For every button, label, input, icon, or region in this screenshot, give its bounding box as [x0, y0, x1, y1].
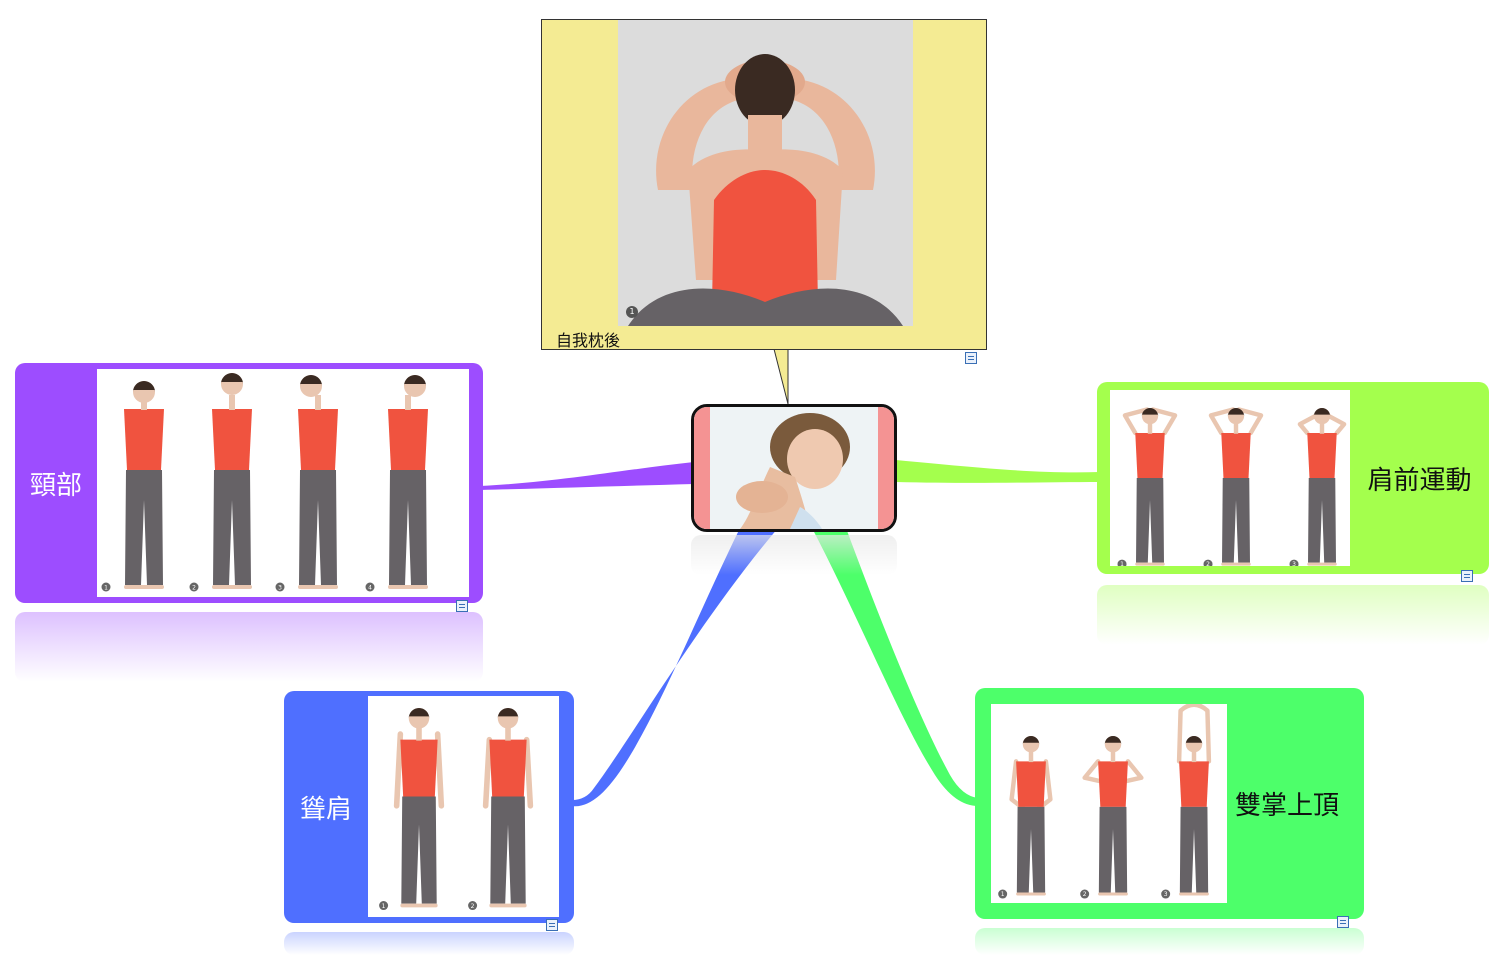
note-edit-icon[interactable] [1461, 570, 1473, 582]
step-number-badge [1203, 559, 1213, 566]
palms-up-photos: 1 2 3 [991, 704, 1227, 903]
step-number-badge [365, 582, 375, 592]
callout-step-mark: 1 [626, 306, 638, 318]
step-number-text: 1 [1120, 561, 1124, 566]
branch-palms-up [812, 528, 978, 806]
step-number-text: 3 [1164, 891, 1168, 898]
central-topic[interactable] [691, 404, 897, 532]
note-edit-icon[interactable] [1337, 916, 1349, 928]
step-number-badge [998, 889, 1008, 899]
shoulder-front-photos: 1 2 3 [1110, 390, 1350, 566]
step-number-text: 1 [382, 903, 386, 910]
topic-shrug-label: 聳肩 [299, 794, 352, 825]
topic-shoulder-front[interactable]: 1 2 3 肩前運動 [1097, 382, 1489, 582]
step-number-badge [101, 582, 111, 592]
neck-stretch-back-photo: 1 [618, 20, 913, 326]
step-number-text: 1 [1001, 891, 1005, 898]
neck-pain-photo [694, 407, 894, 529]
topic-palms-up[interactable]: 1 2 3 雙掌上頂 [975, 688, 1364, 928]
neck-figure-2: 2 [189, 373, 252, 592]
callout-caption: 自我枕後 [556, 331, 621, 350]
step-number-text: 2 [1083, 891, 1087, 898]
branch-shoulder-front [896, 460, 1100, 483]
palms-up-figure-2: 2 [1080, 736, 1144, 899]
shrug-figure-2: 2 [468, 708, 534, 911]
neck-figure-4: 4 [365, 375, 428, 592]
step-number-text: 2 [1206, 561, 1210, 566]
note-edit-icon[interactable] [456, 600, 468, 612]
step-number-badge [1080, 889, 1090, 899]
step-number-badge [1289, 559, 1299, 566]
step-number-badge [275, 582, 285, 592]
neck-figure-3: 3 [275, 375, 338, 592]
step-number-text: 4 [368, 585, 372, 592]
step-number-text: 1 [104, 585, 108, 592]
shoulder-front-figure-2: 2 [1203, 407, 1264, 566]
topic-neck[interactable]: 頸部 1 2 3 4 [15, 363, 483, 612]
topic-neck-label: 頸部 [29, 470, 82, 501]
note-edit-icon[interactable] [546, 919, 558, 931]
step-number-text: 3 [1292, 561, 1296, 566]
shoulder-front-figure-1: 1 [1117, 407, 1178, 566]
shrug-figure-1: 1 [379, 708, 445, 911]
branch-shrug [572, 528, 778, 807]
neck-figure-1: 1 [101, 381, 164, 592]
step-number-text: 2 [471, 903, 475, 910]
step-number-badge [1117, 559, 1127, 566]
step-number-text: 2 [192, 585, 196, 592]
callout-note[interactable]: 1 自我枕後 [541, 19, 987, 364]
branch-neck [480, 462, 694, 490]
shoulder-front-figure-3: 3 [1289, 408, 1347, 566]
step-number-badge [379, 901, 389, 911]
note-edit-icon[interactable] [965, 352, 977, 364]
palms-up-figure-1: 1 [998, 736, 1053, 899]
step-number-badge [1161, 889, 1171, 899]
step-number-badge [189, 582, 199, 592]
step-number-badge [468, 901, 478, 911]
step-number-text: 3 [278, 585, 282, 592]
topic-shoulder-front-label: 肩前運動 [1367, 465, 1472, 496]
callout-pointer [773, 348, 789, 405]
topic-palms-up-label: 雙掌上頂 [1234, 791, 1339, 821]
palms-up-figure-3: 3 [1161, 704, 1212, 899]
neck-exercise-photos: 1 2 3 4 [97, 369, 469, 597]
